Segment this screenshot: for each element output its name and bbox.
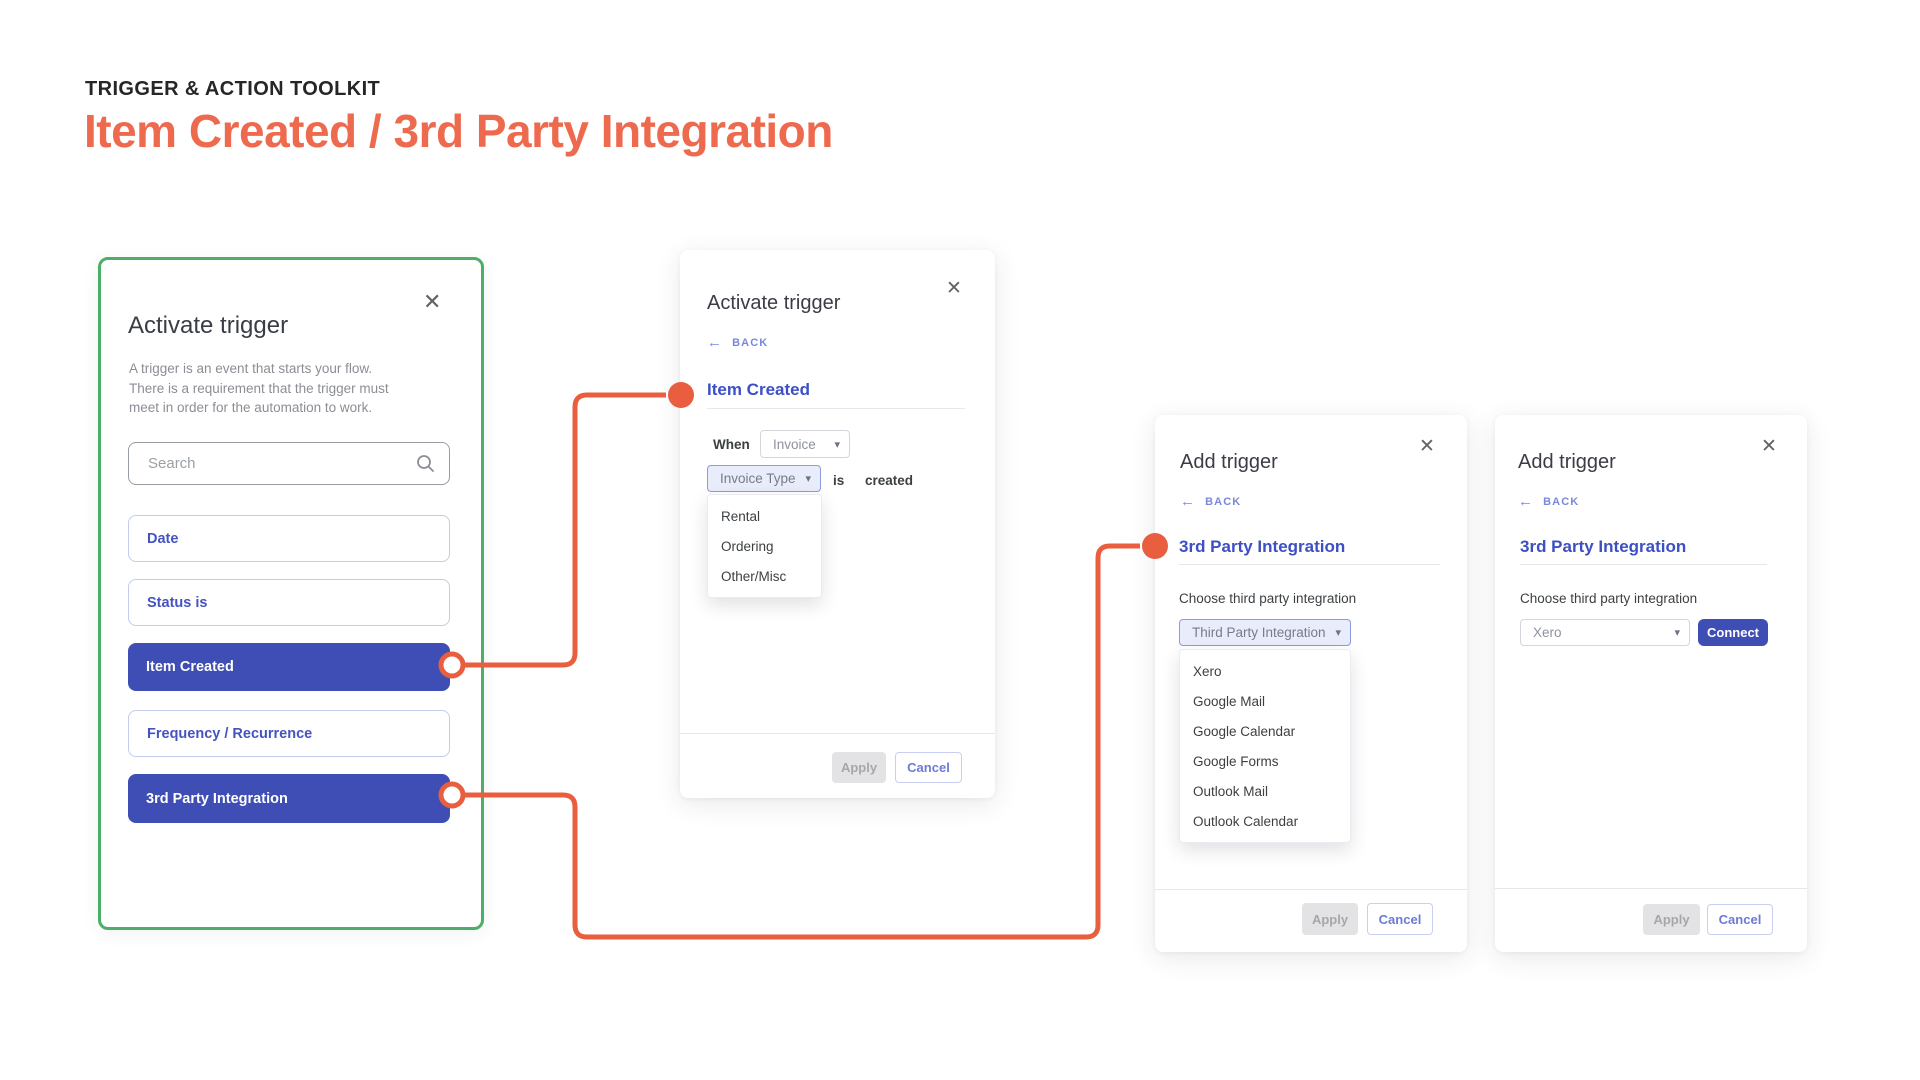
cancel-button[interactable]: Cancel bbox=[895, 752, 962, 783]
trigger-option-label: Status is bbox=[147, 594, 208, 611]
trigger-option-frequency-recurrence[interactable]: Frequency / Recurrence bbox=[128, 710, 450, 757]
page-eyebrow: TRIGGER & ACTION TOOLKIT bbox=[85, 78, 381, 100]
trigger-option-label: Frequency / Recurrence bbox=[147, 725, 313, 742]
close-icon[interactable]: ✕ bbox=[1419, 436, 1435, 457]
heading-divider bbox=[707, 408, 965, 409]
add-trigger-modal-integrations: ✕ Add trigger ← BACK 3rd Party Integrati… bbox=[1155, 415, 1467, 952]
entity-select-value: Invoice bbox=[773, 436, 816, 452]
is-label: is bbox=[833, 473, 845, 488]
section-heading: Item Created bbox=[707, 380, 810, 399]
dropdown-option-ordering[interactable]: Ordering bbox=[721, 538, 774, 554]
item-created-detail-modal: ✕ Activate trigger ← BACK Item Created W… bbox=[680, 250, 995, 798]
close-icon[interactable]: ✕ bbox=[423, 289, 442, 314]
trigger-option-label: Date bbox=[147, 530, 179, 547]
back-arrow-icon: ← bbox=[1518, 493, 1535, 510]
connector-item-created bbox=[464, 392, 666, 668]
search-icon bbox=[417, 455, 434, 472]
chevron-down-icon: ▾ bbox=[1335, 627, 1341, 639]
trigger-option-3rd-party-integration[interactable]: 3rd Party Integration bbox=[128, 774, 450, 823]
close-icon[interactable]: ✕ bbox=[1761, 436, 1777, 457]
search-input[interactable] bbox=[146, 454, 416, 473]
back-arrow-icon: ← bbox=[1180, 493, 1197, 510]
invoice-type-select-value: Invoice Type bbox=[720, 471, 796, 486]
invoice-type-select[interactable]: Invoice Type ▾ bbox=[707, 465, 821, 492]
modal-title: Activate trigger bbox=[128, 312, 289, 339]
add-trigger-modal-xero: ✕ Add trigger ← BACK 3rd Party Integrati… bbox=[1495, 415, 1807, 952]
third-party-select[interactable]: Xero ▾ bbox=[1520, 619, 1690, 646]
third-party-select-value: Xero bbox=[1533, 625, 1562, 640]
choose-integration-label: Choose third party integration bbox=[1179, 591, 1357, 606]
dropdown-option-google-mail[interactable]: Google Mail bbox=[1193, 693, 1266, 709]
chevron-down-icon: ▾ bbox=[805, 473, 811, 485]
third-party-select[interactable]: Third Party Integration ▾ bbox=[1179, 619, 1351, 646]
back-link[interactable]: ← BACK bbox=[707, 334, 768, 351]
apply-button[interactable]: Apply bbox=[1643, 904, 1700, 935]
apply-button[interactable]: Apply bbox=[832, 752, 886, 783]
trigger-option-label: 3rd Party Integration bbox=[146, 790, 288, 807]
chevron-down-icon: ▾ bbox=[834, 438, 840, 451]
dropdown-option-outlook-mail[interactable]: Outlook Mail bbox=[1193, 783, 1269, 799]
back-label: BACK bbox=[1543, 495, 1580, 508]
connect-button[interactable]: Connect bbox=[1698, 619, 1768, 646]
when-label: When bbox=[713, 437, 750, 452]
choose-integration-label: Choose third party integration bbox=[1520, 591, 1698, 606]
heading-divider bbox=[1520, 564, 1767, 565]
created-label: created bbox=[865, 473, 914, 488]
footer-divider bbox=[1495, 888, 1807, 889]
dropdown-option-rental[interactable]: Rental bbox=[721, 508, 761, 524]
back-link[interactable]: ← BACK bbox=[1518, 493, 1579, 510]
dropdown-option-other-misc[interactable]: Other/Misc bbox=[721, 568, 787, 584]
trigger-option-date[interactable]: Date bbox=[128, 515, 450, 562]
cancel-button[interactable]: Cancel bbox=[1707, 904, 1773, 935]
dropdown-option-outlook-calendar[interactable]: Outlook Calendar bbox=[1193, 813, 1299, 829]
invoice-type-dropdown: Rental Ordering Other/Misc bbox=[707, 494, 822, 598]
close-icon[interactable]: ✕ bbox=[946, 278, 962, 299]
search-box[interactable] bbox=[128, 442, 450, 485]
entity-select[interactable]: Invoice ▾ bbox=[760, 430, 850, 458]
modal-title: Add trigger bbox=[1518, 451, 1616, 473]
chevron-down-icon: ▾ bbox=[1674, 627, 1680, 639]
integration-dropdown: Xero Google Mail Google Calendar Google … bbox=[1179, 649, 1351, 843]
back-arrow-icon: ← bbox=[707, 334, 724, 351]
trigger-option-item-created[interactable]: Item Created bbox=[128, 643, 450, 691]
section-heading: 3rd Party Integration bbox=[1520, 537, 1687, 556]
trigger-option-status-is[interactable]: Status is bbox=[128, 579, 450, 626]
modal-title: Activate trigger bbox=[707, 292, 841, 314]
dropdown-option-google-forms[interactable]: Google Forms bbox=[1193, 753, 1279, 769]
dropdown-option-google-calendar[interactable]: Google Calendar bbox=[1193, 723, 1296, 739]
modal-description: A trigger is an event that starts your f… bbox=[129, 361, 389, 415]
cancel-button[interactable]: Cancel bbox=[1367, 903, 1433, 935]
back-link[interactable]: ← BACK bbox=[1180, 493, 1241, 510]
third-party-select-value: Third Party Integration bbox=[1192, 625, 1326, 640]
section-heading: 3rd Party Integration bbox=[1179, 537, 1346, 556]
back-label: BACK bbox=[1205, 495, 1242, 508]
apply-button[interactable]: Apply bbox=[1302, 903, 1358, 935]
trigger-option-label: Item Created bbox=[146, 659, 234, 675]
dropdown-option-xero[interactable]: Xero bbox=[1193, 663, 1222, 679]
back-label: BACK bbox=[732, 336, 769, 349]
modal-title: Add trigger bbox=[1180, 451, 1278, 473]
footer-divider bbox=[680, 733, 995, 734]
activate-trigger-modal: ✕ Activate trigger A trigger is an event… bbox=[98, 257, 484, 930]
footer-divider bbox=[1155, 889, 1467, 890]
page-title: Item Created / 3rd Party Integration bbox=[84, 105, 833, 157]
heading-divider bbox=[1179, 564, 1440, 565]
